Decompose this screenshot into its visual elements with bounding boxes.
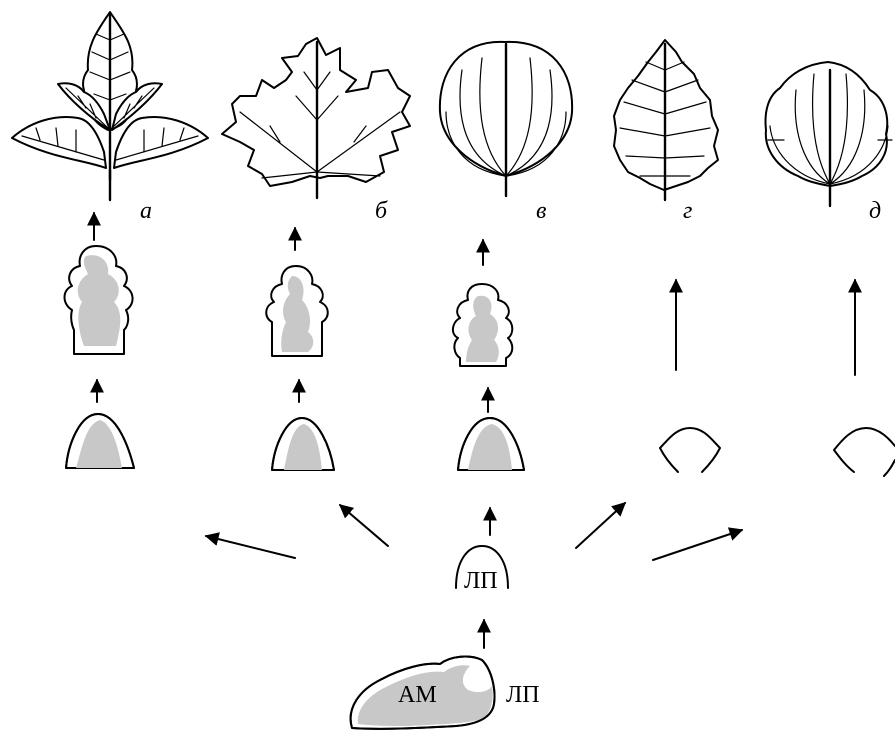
leaf-v-entire <box>440 42 572 196</box>
label-a: а <box>140 198 152 224</box>
label-v: в <box>536 198 546 224</box>
arrow-center-to-d <box>653 530 742 560</box>
lobed-primordium-b <box>266 266 328 356</box>
young-primordium-b <box>272 418 334 470</box>
young-primordium-d <box>834 428 895 476</box>
leaf-d-crenate <box>766 62 892 206</box>
young-primordium-a <box>66 414 134 468</box>
label-d: д <box>869 198 881 224</box>
arrow-center-to-g <box>576 503 625 548</box>
leaf-a-compound <box>12 12 208 200</box>
label-leaf-primordium-bottom: ЛП <box>506 682 540 708</box>
label-apical-meristem: АМ <box>398 682 437 708</box>
leaf-g-serrate <box>614 40 718 200</box>
young-primordium-g <box>660 428 720 472</box>
label-leaf-primordium-center: ЛП <box>464 568 498 594</box>
arrow-center-to-b <box>340 505 388 546</box>
label-g: г <box>683 198 692 224</box>
young-primordium-v <box>458 418 524 470</box>
lobed-primordium-v <box>453 284 512 366</box>
lobed-primordium-a <box>65 246 133 354</box>
arrow-center-to-a <box>206 536 295 558</box>
label-b: б <box>375 198 388 224</box>
leaf-b-palmate <box>222 38 410 198</box>
